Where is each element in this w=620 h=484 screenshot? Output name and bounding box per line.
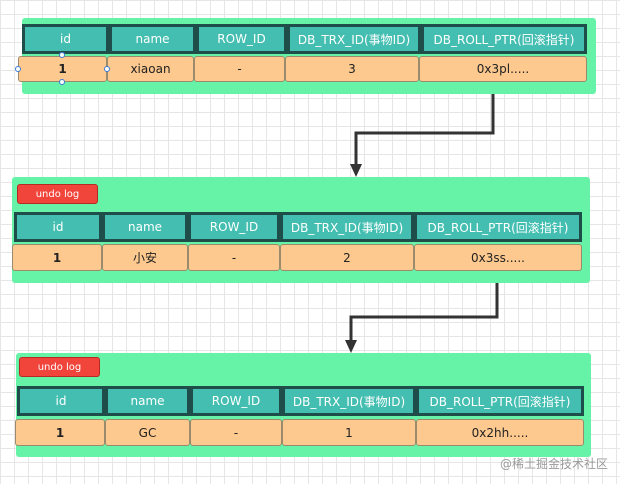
cell-id: 1 [15,419,105,446]
arrowhead-2 [345,340,357,353]
cell-name: xiaoan [107,56,194,82]
data-row: 1 小安 - 2 0x3ss..... [12,244,582,271]
header-db-trx-id: DB_TRX_ID(事物ID) [287,24,421,54]
watermark: @稀土掘金技术社区 [500,455,608,472]
header-row-id: ROW_ID [188,212,280,242]
undo-log-badge: undo log [17,184,98,204]
cell-row-id: - [190,419,282,446]
cell-row-id: - [194,56,285,82]
header-db-roll-ptr: DB_ROLL_PTR(回滚指针) [414,212,582,242]
cell-db-trx-id: 3 [285,56,419,82]
connector-arrow-2 [349,283,499,342]
cell-db-roll-ptr: 0x3pl..... [419,56,587,82]
cell-db-roll-ptr: 0x3ss..... [414,244,582,271]
header-row: id name ROW_ID DB_TRX_ID(事物ID) DB_ROLL_P… [14,212,582,242]
header-id: id [22,24,109,54]
watermark-text: @稀土掘金技术社区 [499,457,608,471]
arrowhead-1 [350,164,362,177]
header-name: name [105,386,190,416]
cell-name: 小安 [102,244,188,271]
undo-log-badge: undo log [19,357,100,377]
cell-db-trx-id: 1 [282,419,416,446]
header-db-trx-id: DB_TRX_ID(事物ID) [280,212,414,242]
header-row: id name ROW_ID DB_TRX_ID(事物ID) DB_ROLL_P… [17,386,584,416]
header-id: id [14,212,102,242]
selection-handle-bottom[interactable] [59,79,65,85]
cell-row-id: - [188,244,280,271]
header-row-id: ROW_ID [190,386,282,416]
header-db-trx-id: DB_TRX_ID(事物ID) [282,386,416,416]
header-name: name [109,24,196,54]
cell-db-roll-ptr: 0x2hh..... [416,419,584,446]
header-name: name [102,212,188,242]
data-row: 1 GC - 1 0x2hh..... [15,419,584,446]
selection-handle-right[interactable] [104,66,110,72]
header-id: id [17,386,105,416]
selection-handle-left[interactable] [15,66,21,72]
header-db-roll-ptr: DB_ROLL_PTR(回滚指针) [416,386,584,416]
cell-db-trx-id: 2 [280,244,414,271]
header-db-roll-ptr: DB_ROLL_PTR(回滚指针) [421,24,587,54]
selection-handle-top[interactable] [59,52,65,58]
cell-id: 1 [12,244,102,271]
cell-name: GC [105,419,190,446]
header-row-id: ROW_ID [196,24,287,54]
header-row: id name ROW_ID DB_TRX_ID(事物ID) DB_ROLL_P… [22,24,587,54]
data-row: 1 xiaoan - 3 0x3pl..... [18,56,587,82]
connector-arrow-1 [354,94,495,166]
